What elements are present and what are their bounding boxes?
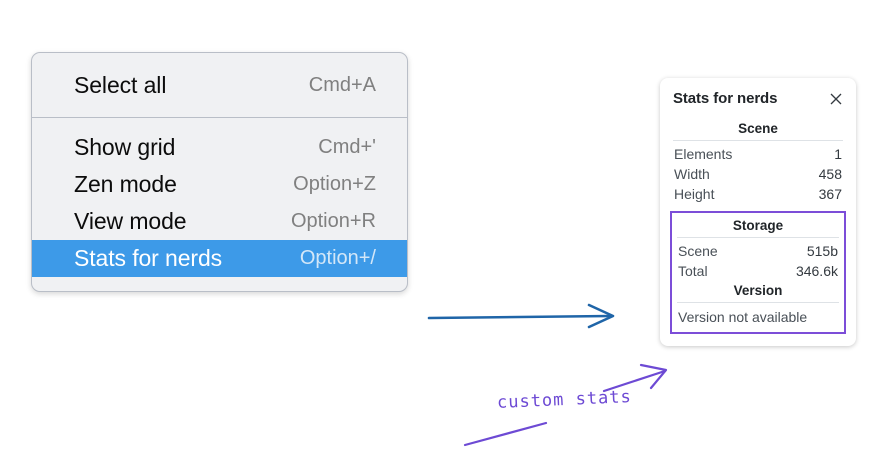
table-row: Elements 1 bbox=[670, 144, 846, 164]
stats-for-nerds-panel: Stats for nerds Scene Elements 1 Width 4… bbox=[660, 78, 856, 346]
stat-value: 346.6k bbox=[795, 263, 838, 279]
table-row: Scene 515b bbox=[674, 241, 842, 261]
menu-item-show-grid[interactable]: Show grid Cmd+' bbox=[32, 129, 407, 166]
scene-section: Scene Elements 1 Width 458 Height 367 bbox=[670, 119, 846, 204]
menu-divider bbox=[32, 117, 407, 118]
stat-label: Height bbox=[674, 186, 715, 202]
stat-value: 458 bbox=[818, 166, 842, 182]
panel-header: Stats for nerds bbox=[670, 90, 846, 107]
version-rule bbox=[677, 302, 839, 303]
menu-item-shortcut: Cmd+A bbox=[308, 74, 376, 96]
scene-heading: Scene bbox=[738, 121, 778, 136]
storage-section: Storage Scene 515b Total 346.6k bbox=[674, 216, 842, 281]
menu-item-shortcut: Option+R bbox=[290, 210, 376, 232]
menu-item-label: View mode bbox=[74, 208, 187, 234]
menu-item-label: Stats for nerds bbox=[74, 245, 223, 271]
menu-item-label: Zen mode bbox=[74, 171, 177, 197]
menu-item-label: Show grid bbox=[74, 134, 176, 160]
menu-item-label: Select all bbox=[74, 72, 167, 98]
storage-heading: Storage bbox=[732, 218, 784, 233]
menu-item-shortcut: Cmd+' bbox=[318, 136, 376, 158]
stat-value: 515b bbox=[806, 243, 838, 259]
context-menu[interactable]: Select all Cmd+A Show grid Cmd+' Zen mod… bbox=[31, 52, 408, 292]
version-heading: Version bbox=[733, 283, 783, 298]
custom-stats-highlight-box: Storage Scene 515b Total 346.6k Version … bbox=[670, 211, 846, 334]
table-row: Height 367 bbox=[670, 184, 846, 204]
menu-item-select-all[interactable]: Select all Cmd+A bbox=[32, 67, 407, 104]
table-row: Total 346.6k bbox=[674, 261, 842, 281]
menu-item-zen-mode[interactable]: Zen mode Option+Z bbox=[32, 166, 407, 203]
blue-arrow-annotation bbox=[427, 303, 615, 329]
table-row: Width 458 bbox=[670, 164, 846, 184]
panel-title: Stats for nerds bbox=[673, 90, 778, 107]
menu-item-shortcut: Option+/ bbox=[299, 247, 376, 269]
version-section: Version Version not available bbox=[674, 281, 842, 327]
stat-label: Width bbox=[674, 166, 710, 182]
purple-underline-annotation bbox=[463, 421, 548, 447]
version-value: Version not available bbox=[678, 309, 808, 325]
storage-rule bbox=[677, 237, 839, 238]
menu-item-view-mode[interactable]: View mode Option+R bbox=[32, 203, 407, 240]
menu-item-shortcut: Option+Z bbox=[293, 173, 376, 195]
menu-item-stats-for-nerds[interactable]: Stats for nerds Option+/ bbox=[32, 240, 407, 277]
menu-section-1: Select all Cmd+A bbox=[32, 53, 407, 117]
custom-stats-annotation-label: custom stats bbox=[496, 387, 633, 413]
stat-label: Total bbox=[678, 263, 708, 279]
stat-label: Elements bbox=[674, 146, 733, 162]
stat-value: 367 bbox=[818, 186, 842, 202]
stat-value: 1 bbox=[834, 146, 842, 162]
close-icon[interactable] bbox=[828, 91, 844, 107]
stat-label: Scene bbox=[678, 243, 718, 259]
menu-section-2: Show grid Cmd+' Zen mode Option+Z View m… bbox=[32, 118, 407, 291]
scene-rule bbox=[673, 140, 843, 141]
